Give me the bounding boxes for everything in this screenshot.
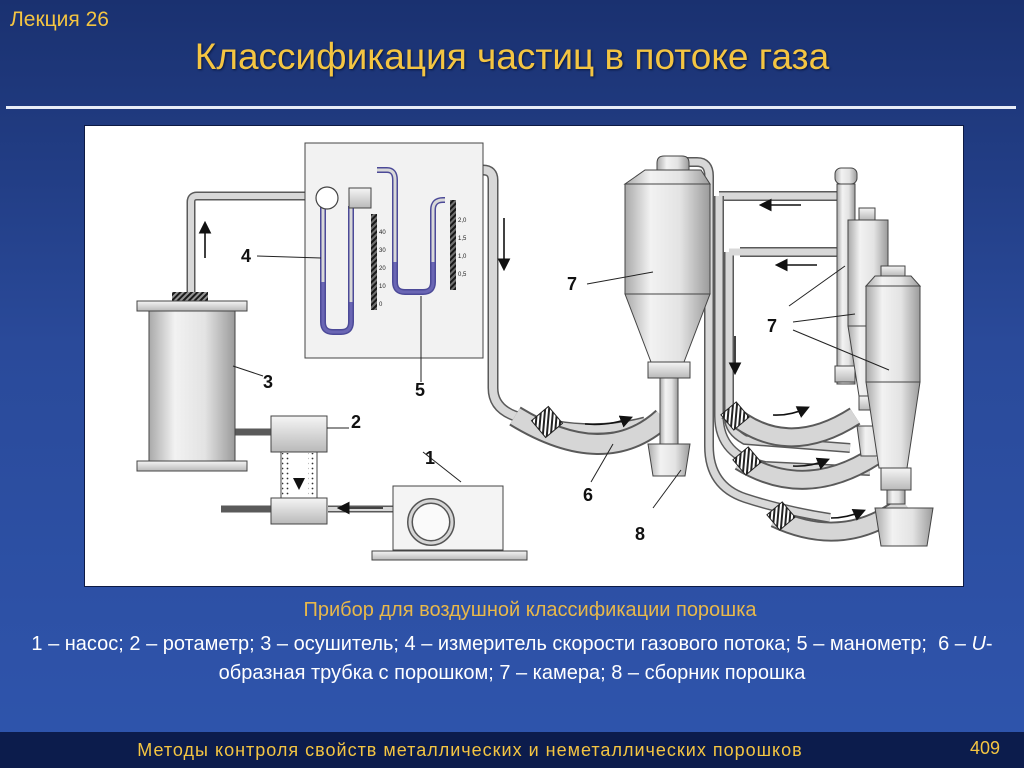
scale-tick: 1,0 bbox=[458, 254, 467, 260]
rotameter bbox=[270, 415, 328, 525]
scale-tick: 1,5 bbox=[458, 236, 467, 242]
dryer bbox=[136, 292, 248, 472]
label-rotameter: 2 bbox=[351, 412, 361, 432]
scale-tick: 0,5 bbox=[458, 272, 467, 278]
lecture-number: Лекция 26 bbox=[10, 8, 109, 31]
label-manometer: 5 bbox=[415, 380, 425, 400]
figure-caption-title: Прибор для воздушной классификации порош… bbox=[303, 599, 757, 621]
label-u-tube: 6 bbox=[583, 485, 593, 505]
label-collector: 8 bbox=[635, 524, 645, 544]
leader-lines bbox=[232, 255, 890, 509]
label-flow-meter: 4 bbox=[241, 246, 251, 266]
slide-title: Классификация частиц в потоке газа bbox=[194, 36, 830, 77]
label-chamber-right: 7 bbox=[767, 316, 777, 336]
scale-tick: 0 bbox=[379, 302, 383, 308]
diagram-panel: 40 30 20 10 0 2,0 1,5 1,0 0,5 bbox=[84, 125, 964, 587]
footer-bar bbox=[0, 732, 1024, 768]
powder-connectors bbox=[530, 401, 796, 531]
scale-tick: 2,0 bbox=[458, 218, 467, 224]
label-pump: 1 bbox=[425, 448, 435, 468]
flow-meter-scale: 40 30 20 10 0 bbox=[379, 230, 386, 308]
scale-tick: 30 bbox=[379, 248, 386, 254]
pump bbox=[371, 485, 528, 561]
page-number: 409 bbox=[969, 738, 1000, 758]
manometer-scale: 2,0 1,5 1,0 0,5 bbox=[458, 218, 467, 278]
scale-tick: 40 bbox=[379, 230, 386, 236]
label-chamber-main: 7 bbox=[567, 274, 577, 294]
course-title: Методы контроля свойств металлических и … bbox=[137, 740, 803, 760]
figure-legend: 1 – насос; 2 – ротаметр; 3 – осушитель; … bbox=[31, 633, 993, 684]
label-dryer: 3 bbox=[263, 372, 273, 392]
scale-tick: 20 bbox=[379, 266, 386, 272]
title-divider bbox=[6, 106, 1016, 109]
measurement-panel: 40 30 20 10 0 2,0 1,5 1,0 0,5 bbox=[304, 142, 484, 359]
small-chambers bbox=[834, 167, 934, 547]
component-labels: 1 2 3 4 5 6 7 7 8 bbox=[241, 246, 777, 544]
main-chamber bbox=[623, 155, 711, 477]
scale-tick: 10 bbox=[379, 284, 386, 290]
